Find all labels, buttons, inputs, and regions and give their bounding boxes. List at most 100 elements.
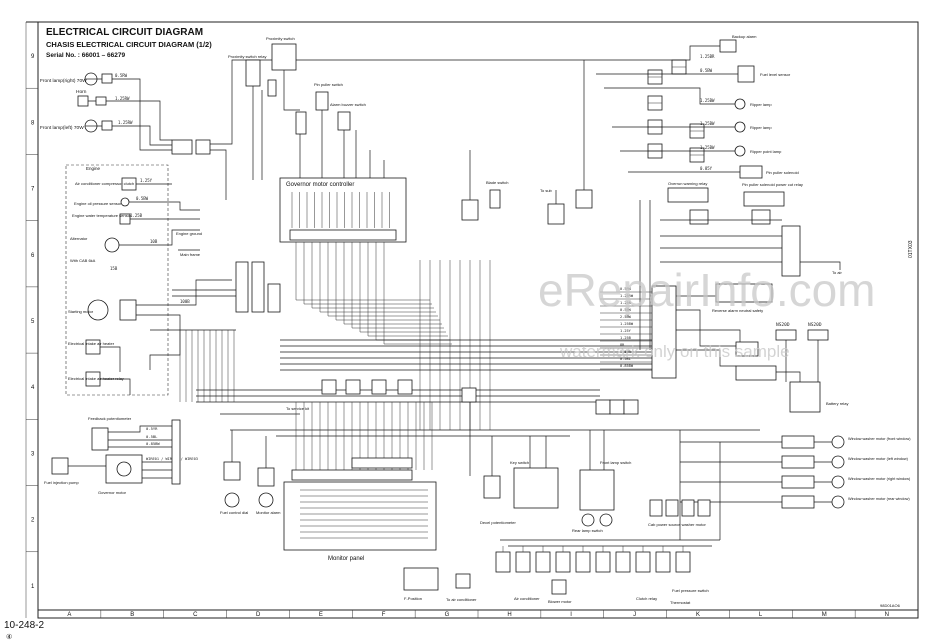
- grid-column-label: A: [67, 612, 71, 618]
- svg-text:Overrun warning relay: Overrun warning relay: [668, 181, 707, 186]
- svg-text:1.25RW: 1.25RW: [118, 120, 133, 125]
- svg-text:Monitor alarm: Monitor alarm: [256, 510, 281, 515]
- fuse-box: [651, 285, 677, 379]
- svg-text:01TX03: 01TX03: [908, 240, 914, 258]
- svg-text:Ripper lamp: Ripper lamp: [750, 125, 772, 130]
- drawing-code: 98D01AO6: [880, 603, 901, 608]
- ac-compressor: Air conditioner compressor clutch: [75, 177, 137, 191]
- fuse-wire-label: 0.85BW: [620, 364, 634, 368]
- water-temp-sensor: Engine water temperature sensor: [72, 213, 132, 225]
- backup-alarm: Backup alarm: [719, 34, 757, 53]
- svg-text:NS20D: NS20D: [776, 322, 790, 328]
- overrun-warning-relay: Overrun warning relay: [667, 181, 709, 203]
- ripper-lamp-3: Ripper point lamp: [734, 145, 782, 157]
- svg-text:Blower motor: Blower motor: [548, 599, 572, 604]
- bus-wire: [351, 242, 444, 329]
- grid-column-label: J: [633, 612, 636, 618]
- blade-switch: Blade switch: [486, 180, 508, 209]
- fuse-wire-label: 1.25Y: [620, 329, 632, 333]
- svg-text:Air conditioner: Air conditioner: [514, 596, 540, 601]
- rear-lamp-switch: Rear lamp switch: [572, 513, 603, 533]
- svg-text:1.25BW: 1.25BW: [700, 121, 715, 126]
- connector: [345, 379, 361, 395]
- proximity-relay: Proximity switch relay: [228, 54, 266, 87]
- svg-text:0.85BW: 0.85BW: [146, 441, 160, 446]
- grid-row-label: 9: [31, 54, 35, 60]
- front-lamp-right: Front lamp(right) 70W: [40, 72, 98, 86]
- connector: [675, 551, 691, 573]
- connector: [655, 551, 671, 573]
- connector: [623, 399, 639, 415]
- grid-column-label: D: [256, 612, 261, 618]
- monitor-panel: [283, 481, 437, 551]
- cab-washer-motors: Cab power source washer motor: [648, 499, 711, 527]
- f-position-legend: F-Position: [403, 567, 471, 601]
- svg-text:Proximity switch: Proximity switch: [266, 36, 295, 41]
- pin-puller-solenoid: Pin puller solenoid: [739, 165, 799, 179]
- svg-text:Main frame: Main frame: [180, 252, 201, 257]
- svg-text:Front lamp(right) 70W: Front lamp(right) 70W: [40, 78, 87, 84]
- svg-text:Engine oil pressure sensor: Engine oil pressure sensor: [74, 201, 122, 206]
- svg-text:Engine: Engine: [86, 166, 101, 171]
- watermark-sub: watermark only on this sample: [559, 342, 790, 361]
- bus-wire: [359, 242, 446, 333]
- watermark-main: eRepairInfo.com: [538, 264, 876, 316]
- svg-text:Fuel injection pump: Fuel injection pump: [44, 480, 79, 485]
- svg-text:Engine water temperature senso: Engine water temperature sensor: [72, 213, 132, 218]
- connector-cn201: [171, 139, 193, 155]
- page-mark: ④: [6, 633, 12, 641]
- svg-text:To air: To air: [832, 270, 842, 275]
- connector: [595, 551, 611, 573]
- svg-text:Battery relay: Battery relay: [826, 401, 848, 406]
- connector: [595, 399, 611, 415]
- blower-motor: Blower motor: [548, 579, 572, 604]
- serial-number: Serial No. : 66001 – 66279: [46, 52, 126, 59]
- connector: [609, 399, 625, 415]
- reverse-alarm-relay: Reverse alarm neutral safety: [712, 283, 773, 313]
- front-lamp-left: Front lamp(left) 70W: [40, 119, 98, 133]
- bus-wire: [383, 242, 452, 345]
- ripper-lamp-1: Ripper lamp: [734, 98, 772, 110]
- grid-row-label: 2: [31, 518, 35, 524]
- alarm-buzzer-switch: Alarm buzzer switch: [330, 102, 366, 131]
- connector-block-left: [235, 261, 249, 313]
- connector: [535, 551, 551, 573]
- svg-text:Front lamp(left) 70W: Front lamp(left) 70W: [40, 125, 84, 131]
- grid-column-label: C: [193, 612, 198, 618]
- svg-text:Window washer motor (left wind: Window washer motor (left window): [848, 457, 909, 461]
- svg-text:Window washer motor (right win: Window washer motor (right window): [848, 477, 911, 481]
- monitor-alarm: Monitor alarm: [256, 467, 281, 515]
- bus-wire: [335, 242, 440, 321]
- connector: [495, 551, 511, 573]
- svg-text:Ripper lamp: Ripper lamp: [750, 102, 772, 107]
- svg-text:Electrical intake air heater r: Electrical intake air heater relay: [68, 376, 124, 381]
- grid-row-label: 8: [31, 120, 35, 126]
- svg-text:Fuel pressure switch: Fuel pressure switch: [672, 588, 709, 593]
- grid-row-label: 3: [31, 451, 35, 457]
- svg-text:0.5RW: 0.5RW: [115, 73, 128, 78]
- front-lamp-switch: Front lamp switch: [599, 460, 631, 527]
- grid-column-label: H: [507, 612, 511, 618]
- svg-text:Electrical intake air heater: Electrical intake air heater: [68, 341, 115, 346]
- svg-text:Pin puller solenoid power cut: Pin puller solenoid power cut relay: [742, 182, 803, 187]
- svg-text:Window washer motor (rear wind: Window washer motor (rear window): [848, 497, 910, 501]
- svg-text:15B: 15B: [110, 266, 118, 271]
- svg-text:1.25Y: 1.25Y: [140, 178, 153, 183]
- svg-text:Ripper point lamp: Ripper point lamp: [750, 149, 782, 154]
- svg-text:Fuel level sensor: Fuel level sensor: [760, 72, 791, 77]
- fuse-wire-label: 2.5BW: [620, 315, 632, 319]
- svg-text:Alarm buzzer switch: Alarm buzzer switch: [330, 102, 366, 107]
- bus-wire: [303, 242, 432, 305]
- svg-text:Fuel control dial: Fuel control dial: [220, 510, 248, 515]
- connector: [371, 379, 387, 395]
- svg-text:Governor motor controller: Governor motor controller: [286, 182, 354, 188]
- engine-box: [65, 164, 169, 396]
- feedback-potentiometer: Feedback potentiometer: [88, 416, 132, 451]
- svg-text:Engine ground: Engine ground: [176, 231, 202, 236]
- drawing-frame: [37, 21, 919, 619]
- connector: [461, 387, 477, 403]
- fuse-wire-label: 1.25RW: [620, 294, 634, 298]
- bus-wire: [343, 242, 442, 325]
- grid-column-label: F: [382, 612, 386, 618]
